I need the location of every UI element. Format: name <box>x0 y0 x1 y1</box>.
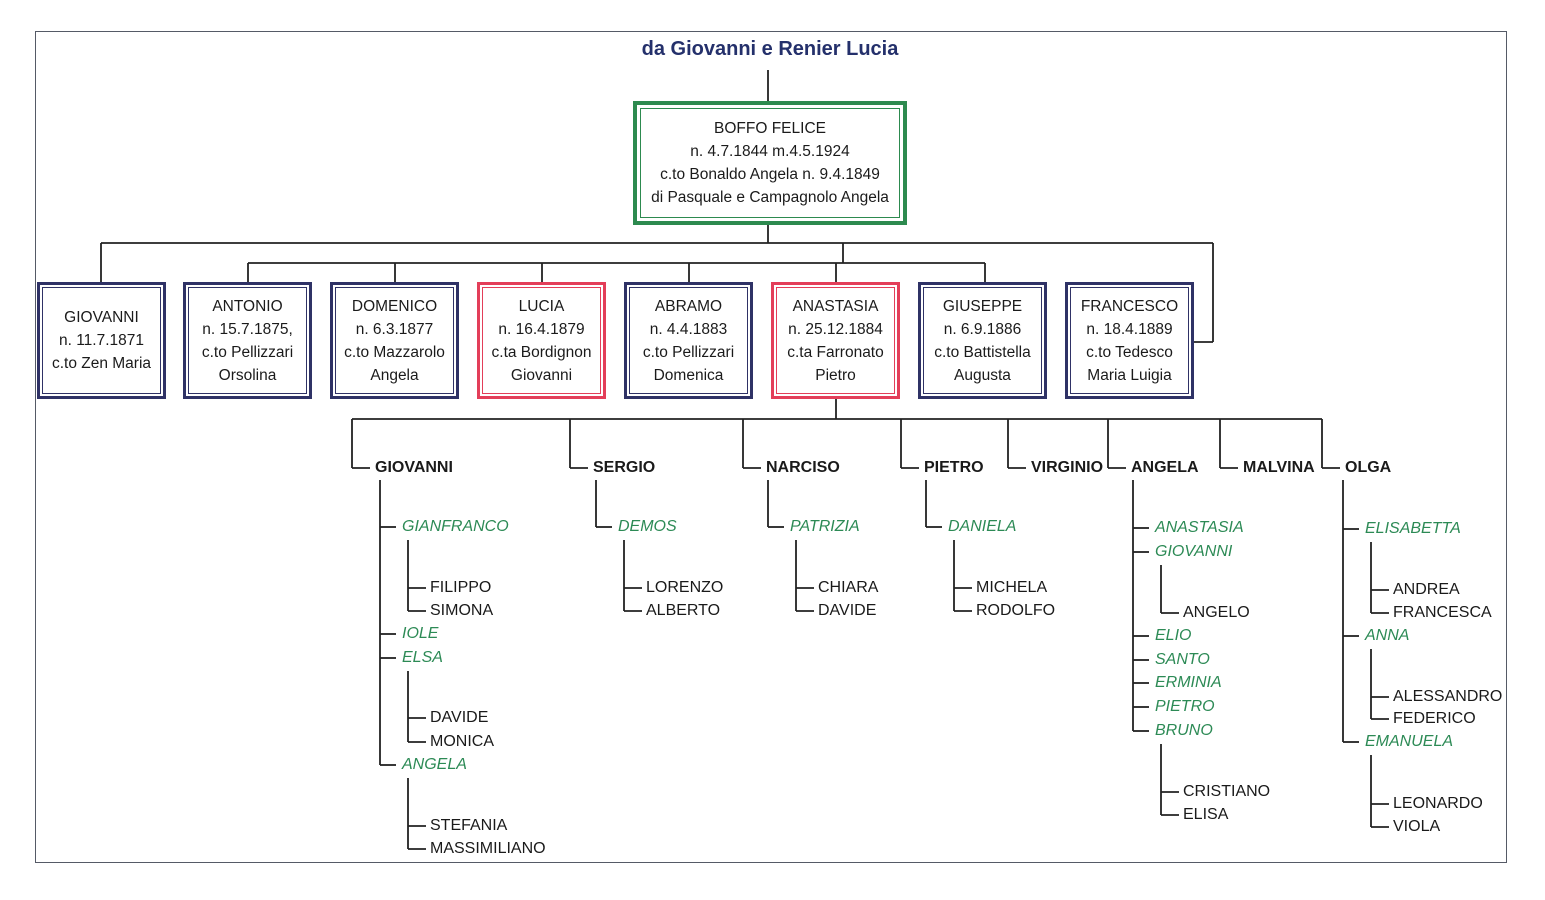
root-spouse: c.to Bonaldo Angela n. 9.4.1849 <box>660 166 880 183</box>
child-detail: Pietro <box>815 366 856 384</box>
great-grandchild-name: DEMOS <box>618 518 677 535</box>
page-frame <box>35 31 1507 863</box>
child-detail: Augusta <box>954 366 1011 384</box>
child-detail: Angela <box>370 366 419 384</box>
child-name: DOMENICO <box>351 297 438 315</box>
root-spouse-parents: di Pasquale e Campagnolo Angela <box>651 189 889 206</box>
leaf-name: STEFANIA <box>430 817 508 834</box>
child-detail: c.to Mazzarolo <box>344 343 445 361</box>
child-detail: n. 4.4.1883 <box>649 320 728 338</box>
leaf-name: SIMONA <box>430 602 494 619</box>
leaf-name: LEONARDO <box>1393 795 1483 812</box>
root-name: BOFFO FELICE <box>714 120 826 137</box>
child-name: LUCIA <box>518 297 565 315</box>
great-grandchild-name: ELISABETTA <box>1365 520 1461 537</box>
leaf-name: ALBERTO <box>646 602 721 619</box>
great-grandchild-name: ANASTASIA <box>1155 519 1244 536</box>
great-grandchild-name: ELSA <box>402 649 443 666</box>
child-detail: n. 16.4.1879 <box>498 320 585 338</box>
great-grandchild-name: PATRIZIA <box>790 518 860 535</box>
child-name: ANASTASIA <box>792 297 879 315</box>
grandchild-name: PIETRO <box>924 459 984 476</box>
leaf-name: MONICA <box>430 733 494 750</box>
grandchild-name: ANGELA <box>1131 459 1199 476</box>
child-detail: c.to Tedesco <box>1086 343 1173 361</box>
diagram-title: da Giovanni e Renier Lucia <box>641 38 899 60</box>
leaf-name: FILIPPO <box>430 579 492 596</box>
leaf-name: MASSIMILIANO <box>430 840 546 857</box>
great-grandchild-name: ANNA <box>1365 627 1410 644</box>
great-grandchild-name: ANGELA <box>402 756 467 773</box>
great-grandchild-name: BRUNO <box>1155 722 1213 739</box>
root-birth-death: n. 4.7.1844 m.4.5.1924 <box>690 143 850 160</box>
grandchild-name: SERGIO <box>593 459 656 476</box>
child-detail: n. 11.7.1871 <box>58 332 145 349</box>
leaf-name: ANGELO <box>1183 604 1250 621</box>
leaf-name: DAVIDE <box>430 709 489 726</box>
root-person-box: BOFFO FELICE n. 4.7.1844 m.4.5.1924 c.to… <box>633 101 907 225</box>
great-grandchild-name: IOLE <box>402 625 439 642</box>
leaf-name: DAVIDE <box>818 602 877 619</box>
great-grandchild-name: GIOVANNI <box>1155 543 1233 560</box>
leaf-name: ALESSANDRO <box>1393 688 1503 705</box>
child-detail: c.ta Farronato <box>787 343 884 361</box>
child-detail: c.ta Bordignon <box>491 343 592 361</box>
child-name: GIUSEPPE <box>942 297 1023 315</box>
grandchild-name: VIRGINIO <box>1031 459 1104 476</box>
child-detail: c.to Pellizzari <box>642 343 735 361</box>
leaf-name: LORENZO <box>646 579 724 596</box>
leaf-name: ELISA <box>1183 806 1229 823</box>
child-detail: c.to Zen Maria <box>51 355 152 372</box>
leaf-name: RODOLFO <box>976 602 1056 619</box>
child-detail: n. 15.7.1875, <box>202 320 293 338</box>
grandchild-name: GIOVANNI <box>375 459 453 476</box>
child-detail: n. 6.9.1886 <box>943 320 1022 338</box>
great-grandchild-name: DANIELA <box>948 518 1017 535</box>
great-grandchild-name: EMANUELA <box>1365 733 1454 750</box>
child-detail: n. 25.12.1884 <box>788 320 883 338</box>
child-detail: c.to Pellizzari <box>201 343 294 361</box>
grandchild-name: OLGA <box>1345 459 1392 476</box>
child-detail: Domenica <box>653 366 724 384</box>
child-detail: Maria Luigia <box>1087 366 1172 384</box>
leaf-name: ANDREA <box>1393 581 1460 598</box>
child-name: FRANCESCO <box>1080 297 1179 315</box>
leaf-name: MICHELA <box>976 579 1048 596</box>
child-detail: Orsolina <box>218 366 277 384</box>
child-name: ABRAMO <box>654 297 723 315</box>
grandchild-name: MALVINA <box>1243 459 1315 476</box>
great-grandchild-name: ERMINIA <box>1155 674 1222 691</box>
leaf-name: CRISTIANO <box>1183 783 1271 800</box>
grandchild-name: NARCISO <box>766 459 840 476</box>
great-grandchild-name: ELIO <box>1155 627 1192 644</box>
child-name: GIOVANNI <box>64 309 139 326</box>
great-grandchild-name: GIANFRANCO <box>402 518 509 535</box>
child-detail: c.to Battistella <box>934 343 1031 361</box>
great-grandchild-name: SANTO <box>1155 651 1210 668</box>
leaf-name: VIOLA <box>1393 818 1441 835</box>
great-grandchild-name: PIETRO <box>1155 698 1215 715</box>
leaf-name: CHIARA <box>818 579 879 596</box>
child-detail: Giovanni <box>510 366 573 384</box>
child-box: GIOVANNI n. 11.7.1871 c.to Zen Maria <box>37 282 166 399</box>
child-name: ANTONIO <box>212 297 283 315</box>
leaf-name: FRANCESCA <box>1393 604 1492 621</box>
child-detail: n. 18.4.1889 <box>1086 320 1173 338</box>
leaf-name: FEDERICO <box>1393 710 1476 727</box>
child-detail: n. 6.3.1877 <box>355 320 434 338</box>
